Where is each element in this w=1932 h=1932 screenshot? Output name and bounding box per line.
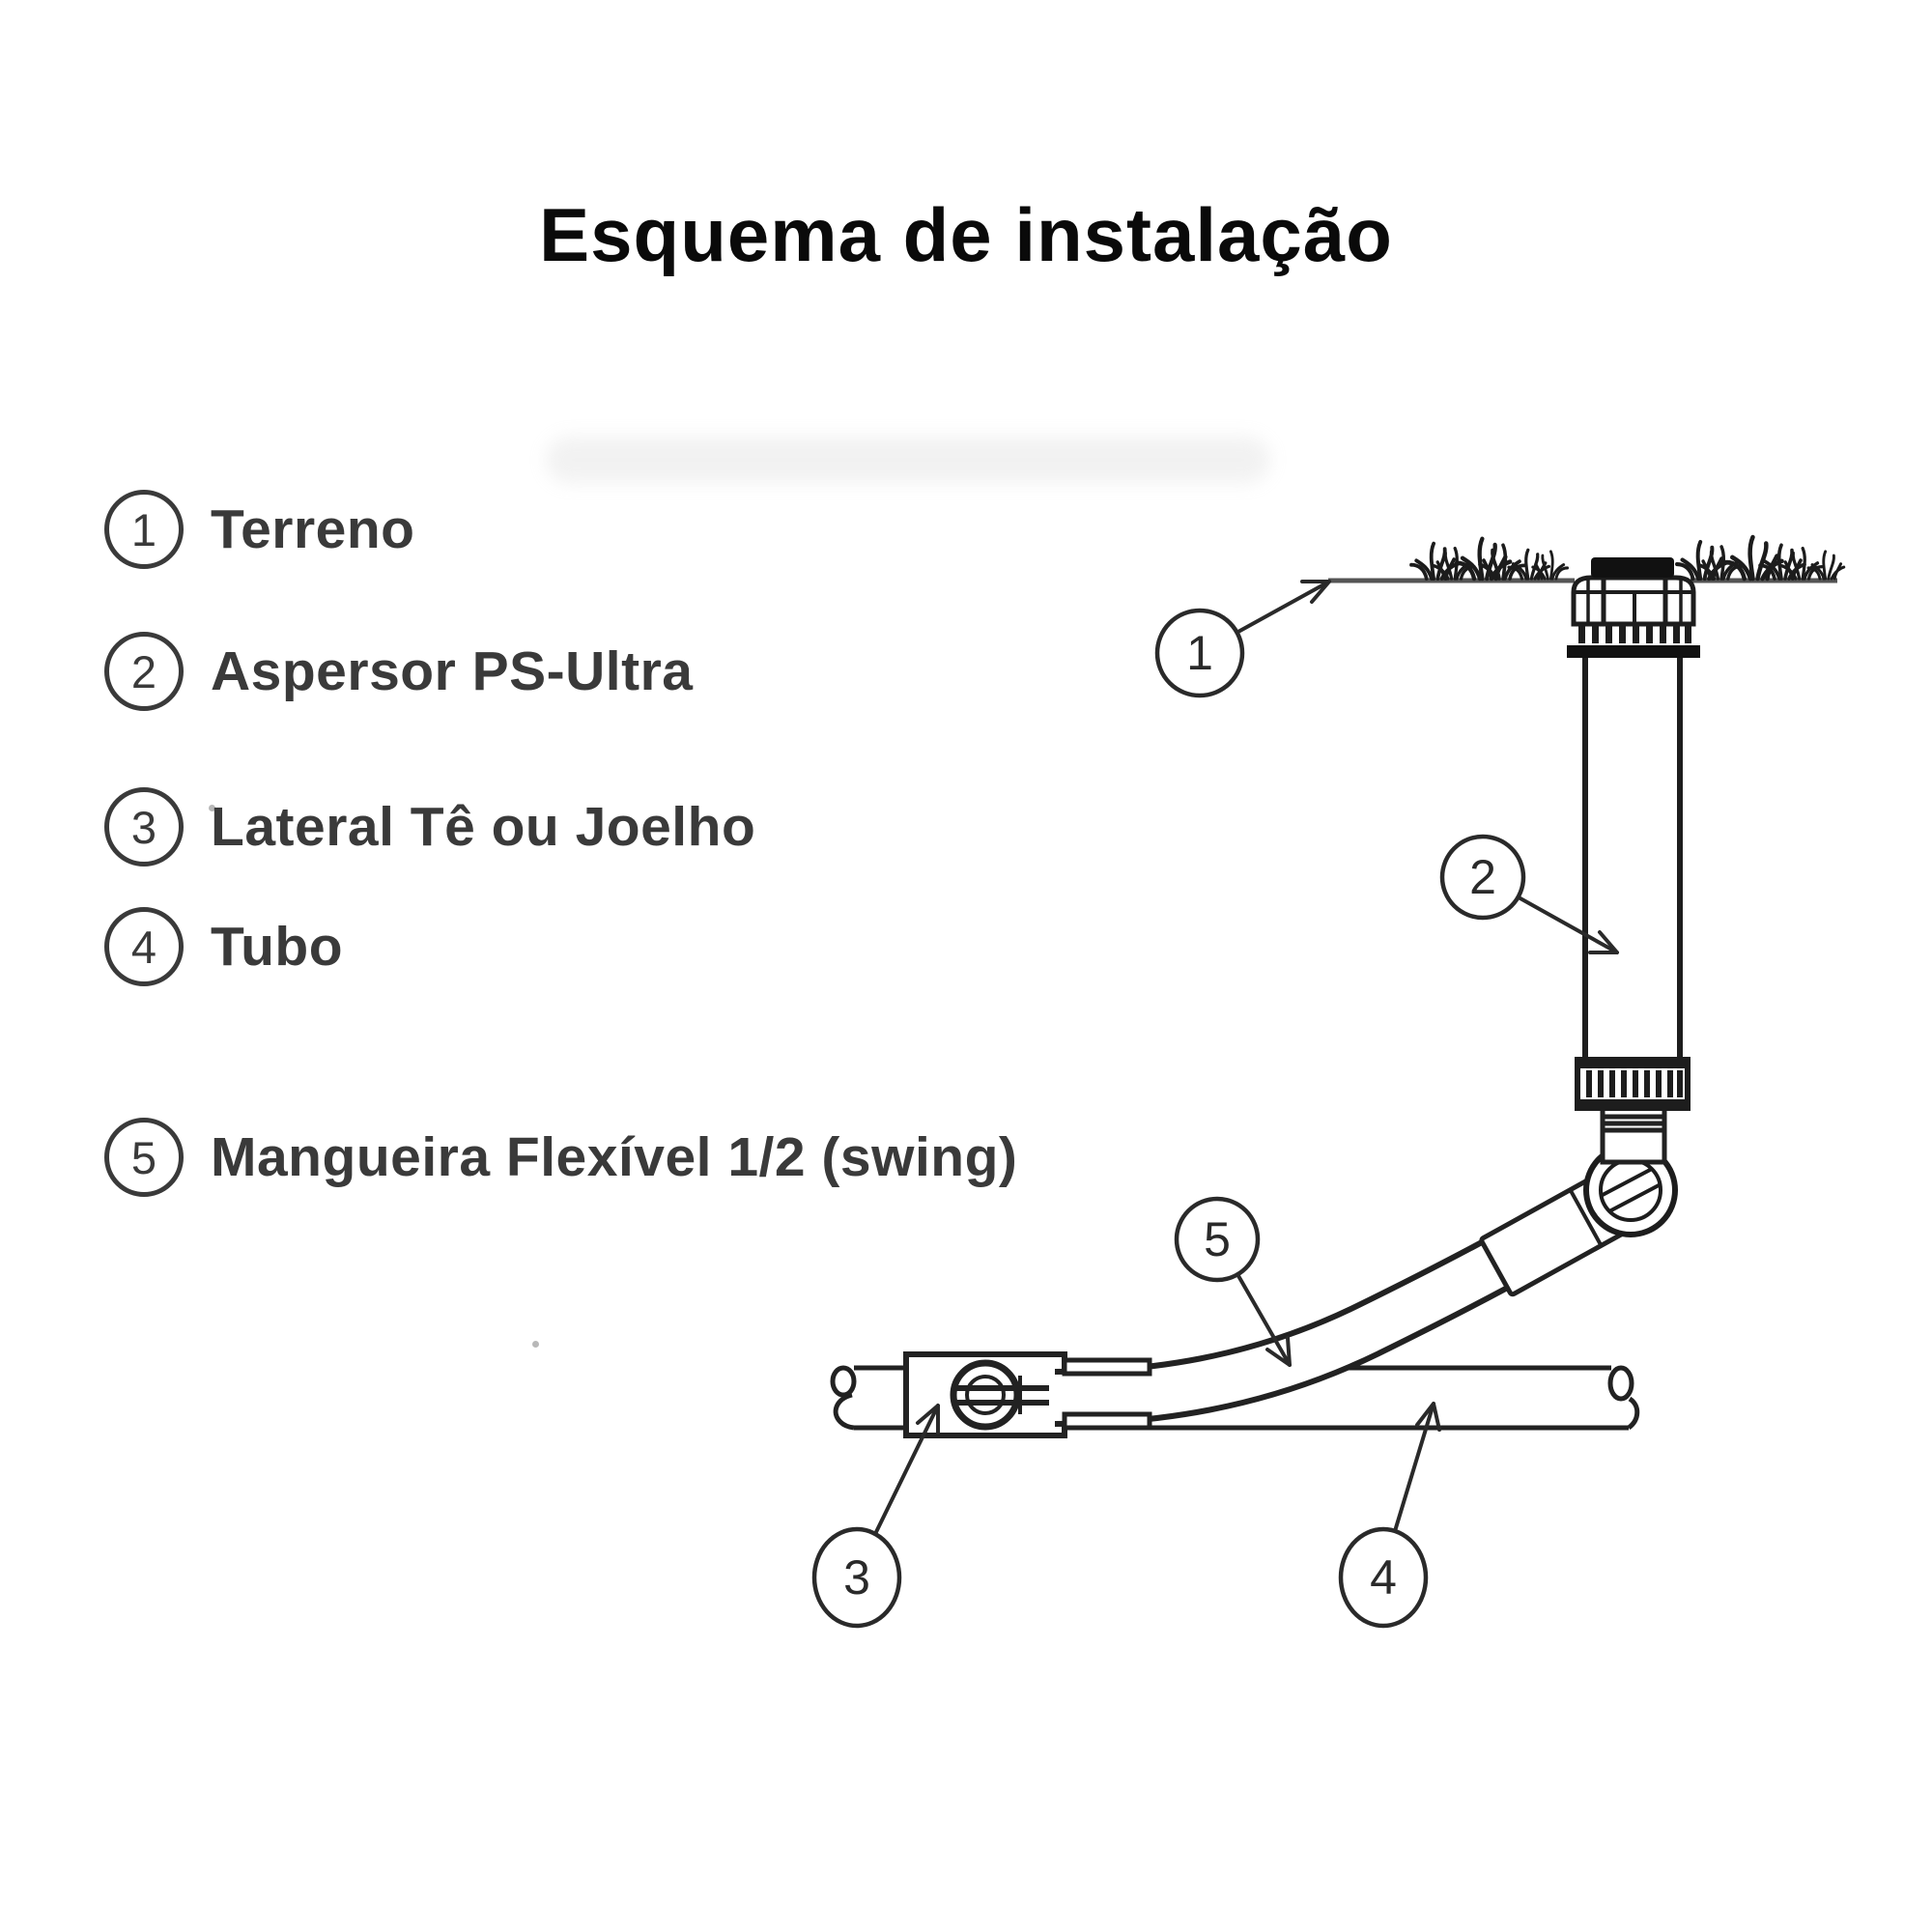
callout-1-number: 1 (1186, 626, 1213, 680)
callout-2-number: 2 (1469, 850, 1496, 904)
legend-number-circle: 4 (104, 907, 184, 986)
legend-item-aspersor: 2 Aspersor PS-Ultra (104, 626, 694, 717)
legend-number-circle: 1 (104, 490, 184, 569)
legend-item-label: Terreno (211, 498, 415, 560)
arrowhead-icon (1265, 1336, 1292, 1367)
sprinkler-collar (1575, 1057, 1690, 1111)
sprinkler-cap (1567, 557, 1700, 658)
legend-item-tubo: 4 Tubo (104, 901, 343, 992)
legend-item-label: Mangueira Flexível 1/2 (swing) (211, 1126, 1018, 1188)
legend-number-circle: 3 (104, 787, 184, 867)
legend-item-mangueira: 5 Mangueira Flexível 1/2 (swing) (104, 1112, 1017, 1203)
callout-4: 4 (1338, 1402, 1441, 1629)
callout-1: 1 (1154, 580, 1331, 698)
sprinkler-neck (1600, 1105, 1667, 1165)
scan-artifact-dot (209, 805, 215, 811)
scan-artifact-smudge (546, 437, 1270, 483)
tee-socket (1062, 1357, 1152, 1431)
tee-fitting (903, 1351, 1067, 1438)
callout-2: 2 (1439, 834, 1619, 954)
arrowhead-icon (1415, 1402, 1441, 1432)
page-title: Esquema de instalação (539, 192, 1393, 277)
callout-4-number: 4 (1370, 1550, 1397, 1605)
legend-number-circle: 2 (104, 632, 184, 711)
legend-item-label: Lateral Tê ou Joelho (211, 796, 756, 858)
callout-3-number: 3 (843, 1550, 870, 1605)
callout-5-number: 5 (1204, 1212, 1231, 1266)
legend-item-label: Tubo (211, 916, 344, 978)
arrowhead-icon (1588, 930, 1619, 954)
arrowhead-icon (1300, 580, 1331, 604)
arrowhead-icon (916, 1404, 940, 1435)
legend-item-lateral-te: 3 Lateral Tê ou Joelho (104, 781, 755, 872)
sprinkler-body (1582, 651, 1683, 1065)
legend-item-label: Aspersor PS-Ultra (211, 640, 694, 702)
callout-3: 3 (811, 1404, 940, 1629)
callout-5: 5 (1174, 1196, 1292, 1367)
legend-number-circle: 5 (104, 1118, 184, 1197)
legend-item-terreno: 1 Terreno (104, 484, 415, 575)
scan-artifact-dot (532, 1341, 539, 1348)
